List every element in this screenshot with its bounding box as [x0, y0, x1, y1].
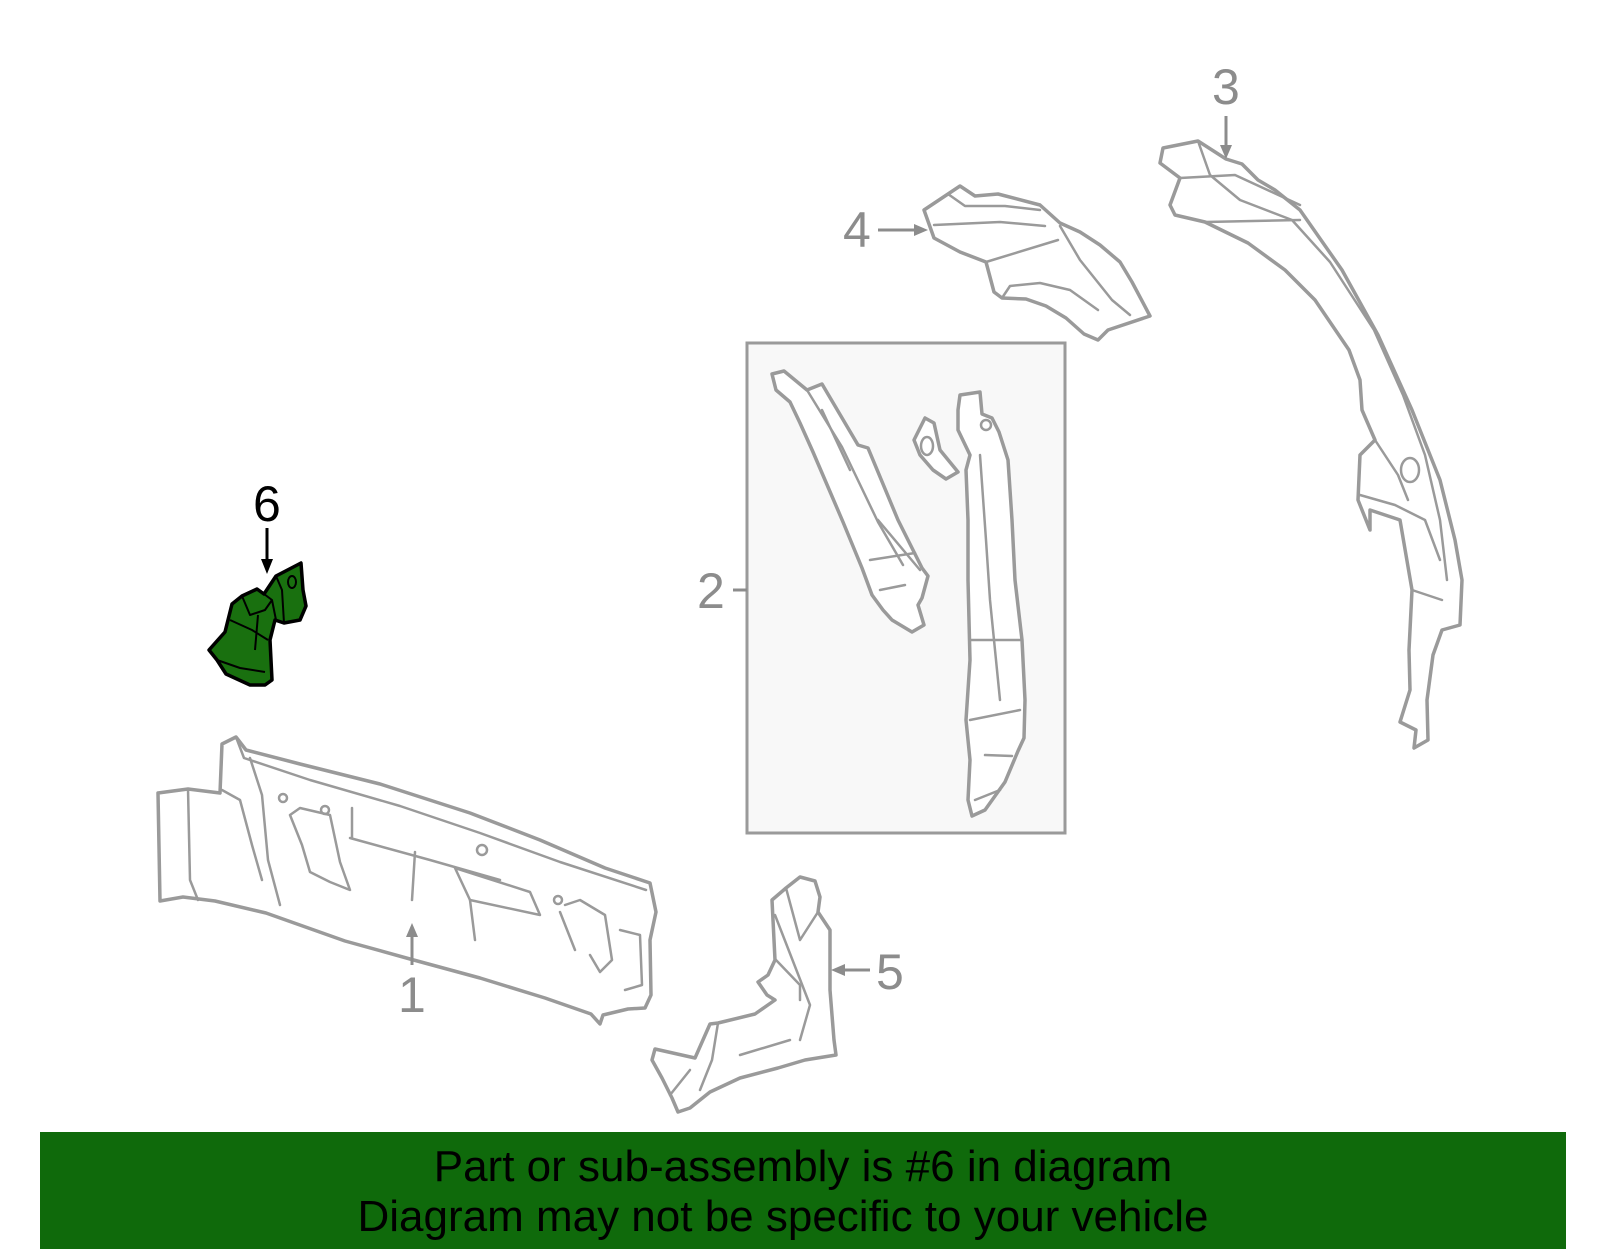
callout-3: 3	[1212, 59, 1240, 115]
callout-1: 1	[398, 967, 426, 1023]
callout-2: 2	[697, 563, 725, 619]
banner-line-disclaimer: Diagram may not be specific to your vehi…	[357, 1192, 1209, 1241]
callout-5: 5	[876, 944, 904, 1000]
part-5-bracket	[650, 875, 870, 1114]
part-1-rear-panel	[156, 735, 658, 1026]
callout-6: 6	[253, 476, 281, 532]
banner-line-part: Part or sub-assembly is #6 in diagram	[433, 1142, 1173, 1191]
leader-1	[406, 923, 418, 965]
part-6-highlighted-bracket	[207, 528, 308, 687]
info-banner: Part or sub-assembly is #6 in diagram Di…	[40, 1132, 1566, 1249]
part-4-wheelhouse-panel	[878, 184, 1152, 342]
part-2-group	[733, 341, 1067, 835]
callout-4: 4	[843, 202, 871, 258]
part-3-quarter-panel	[1158, 116, 1464, 750]
